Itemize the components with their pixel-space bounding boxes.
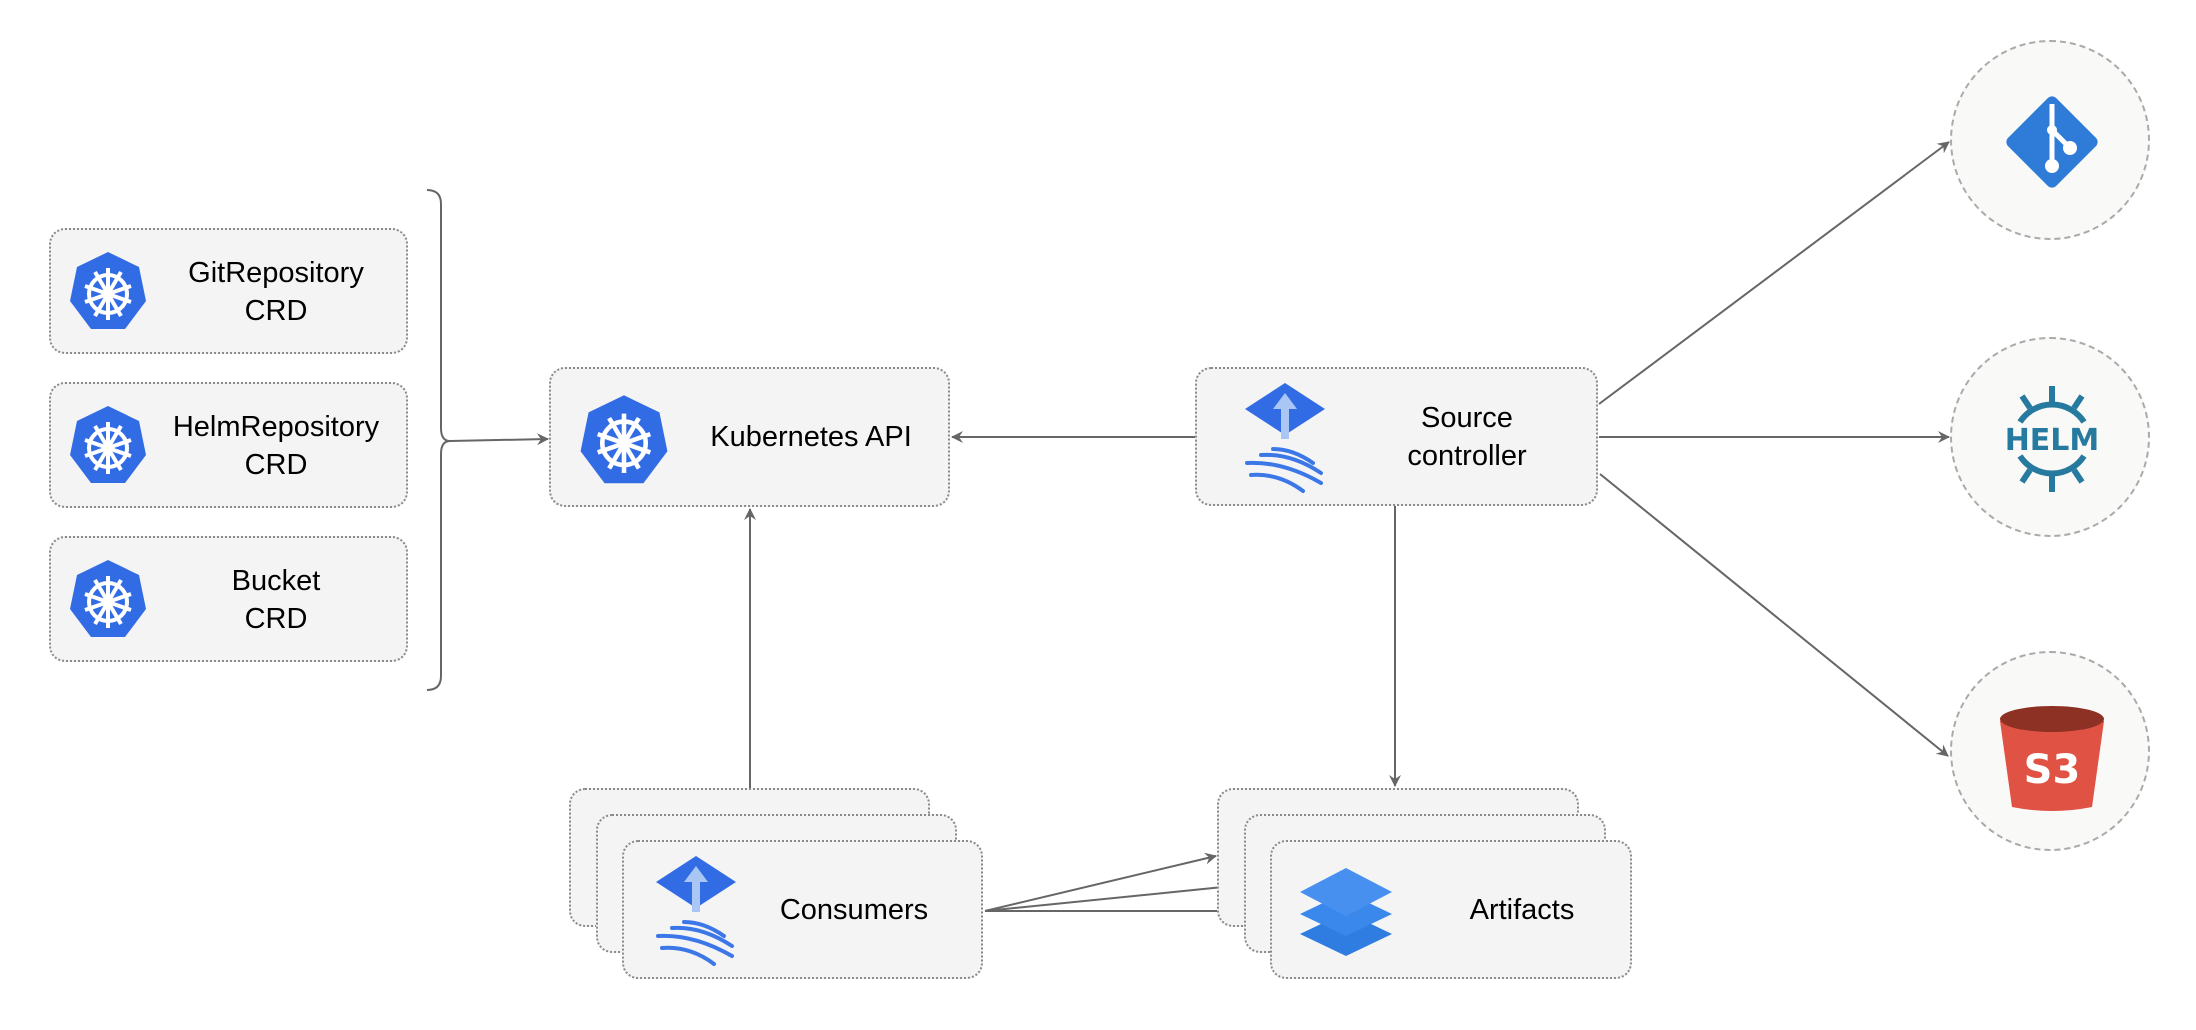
s3-bucket-icon: S3 <box>2000 706 2104 811</box>
source-controller-line2: controller <box>1407 440 1527 472</box>
git-source[interactable] <box>1950 40 2150 240</box>
consumers-label: Consumers <box>779 894 929 926</box>
kubernetes-icon <box>70 252 146 329</box>
crd-name: GitRepository <box>188 257 364 289</box>
source-controller-line1: Source <box>1421 402 1513 434</box>
s3-source[interactable]: S3 <box>1950 651 2150 851</box>
layers-icon <box>1300 868 1392 956</box>
kubernetes-api-label: Kubernetes API <box>710 421 912 453</box>
crd-name: Bucket <box>231 565 321 597</box>
arrow-consumers-to-artifacts-1 <box>984 852 1217 912</box>
arrow-source-controller-to-s3 <box>1599 473 1949 757</box>
crd-brace <box>426 189 451 691</box>
crd-name: HelmRepository <box>172 411 380 443</box>
crd-kind: CRD <box>244 449 308 481</box>
arrow-source-controller-to-git <box>1598 141 1950 405</box>
source-controller-node[interactable]: Source controller <box>1195 367 1598 506</box>
artifacts-node[interactable]: Artifacts <box>1270 840 1632 979</box>
artifacts-label: Artifacts <box>1469 894 1575 926</box>
kubernetes-icon <box>580 395 668 484</box>
consumers-node[interactable]: Consumers <box>622 840 983 979</box>
arrow-crds-to-kubernetes-api <box>449 433 549 446</box>
kubernetes-api-node[interactable]: Kubernetes API <box>549 367 950 507</box>
s3-logo-text: S3 <box>2024 747 2081 793</box>
helm-icon: HELM <box>2005 386 2100 492</box>
flux-icon <box>1245 383 1325 493</box>
arrow-consumers-to-artifacts-2 <box>984 880 1244 912</box>
kubernetes-icon <box>70 406 146 483</box>
flux-icon <box>656 856 736 966</box>
kubernetes-icon <box>70 560 146 637</box>
helm-source[interactable]: HELM <box>1950 337 2150 537</box>
crd-kind: CRD <box>244 603 308 635</box>
helm-logo-text: HELM <box>2005 423 2100 458</box>
crd-kind: CRD <box>244 295 308 327</box>
git-icon <box>2006 96 2098 188</box>
